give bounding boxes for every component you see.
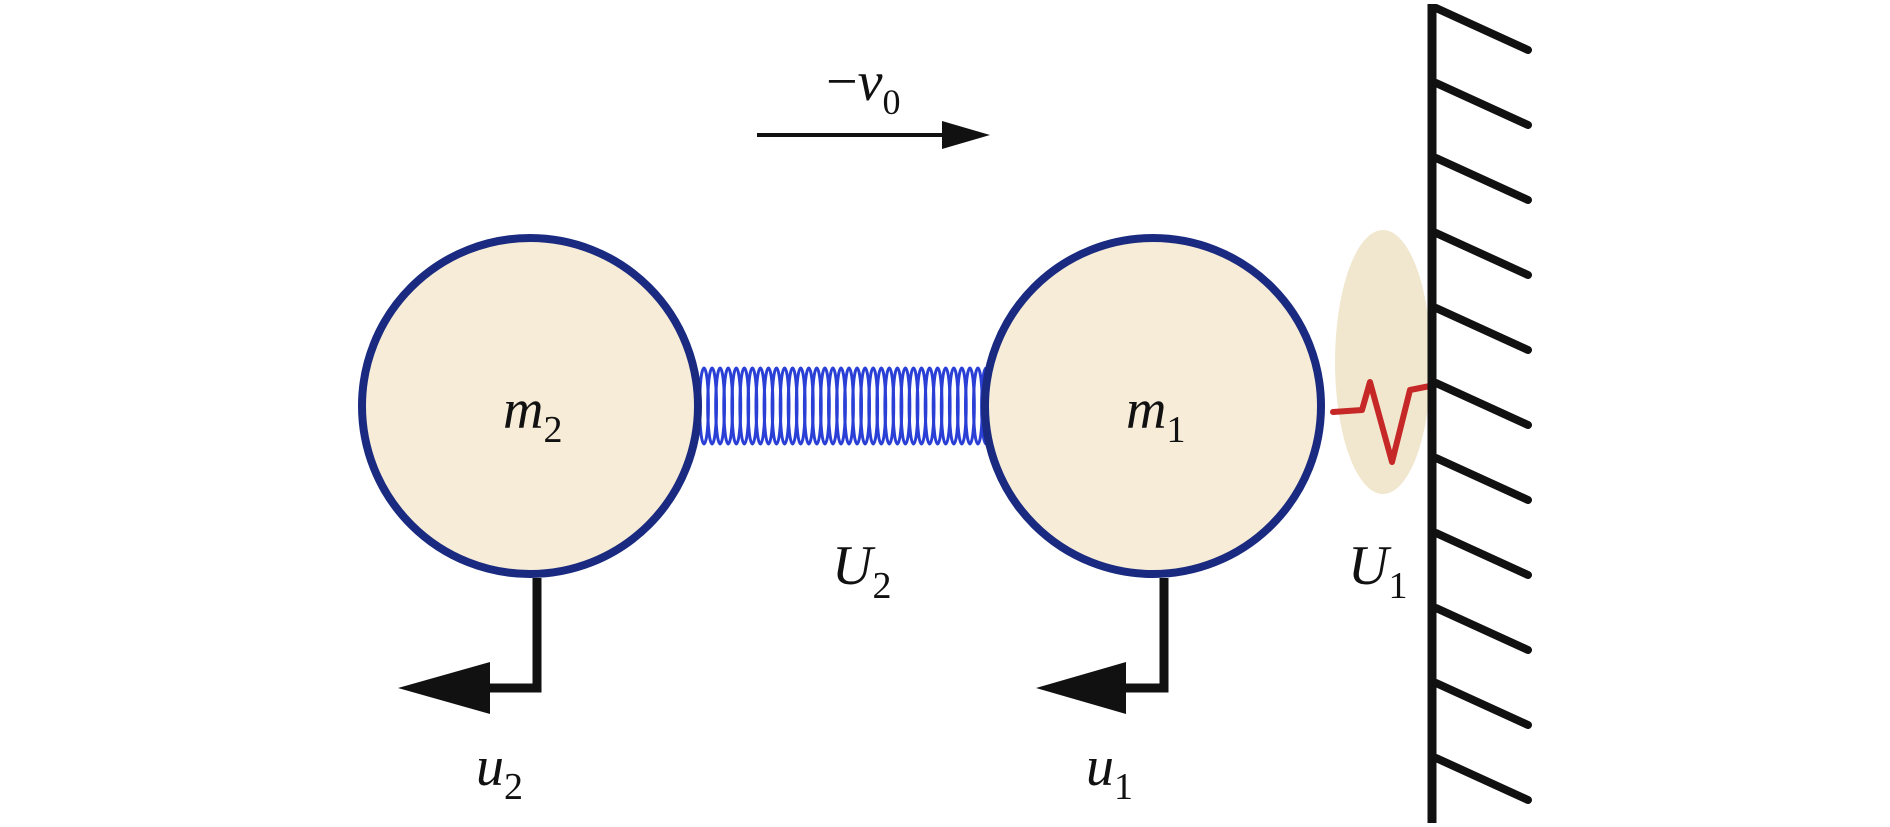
wall-hatch-line (1432, 79, 1532, 129)
wall-hatch-line (1432, 679, 1532, 729)
wall-hatch-line (1432, 454, 1532, 504)
velocity-arrow (757, 121, 990, 149)
wall-hatch-line (1432, 4, 1532, 54)
mass-1-ball (981, 234, 1325, 578)
mass-1-label: m1 (1126, 379, 1185, 451)
displacement-2-arrow (398, 578, 542, 714)
displacement-2-label: u2 (476, 736, 523, 808)
wall-hatching (1432, 4, 1532, 804)
coupling-spring (698, 366, 992, 446)
potential-2-label: U2 (832, 535, 891, 607)
wall-hatch-line (1432, 379, 1532, 429)
displacement-1-arrow (1036, 578, 1169, 714)
wall-hatch-line (1432, 304, 1532, 354)
wall-hatch-line (1432, 604, 1532, 654)
displacement-1-label: u1 (1086, 736, 1133, 808)
mass-2-ball (358, 234, 702, 578)
potential-1-label: U1 (1348, 535, 1407, 607)
wall-hatch-line (1432, 154, 1532, 204)
velocity-label: −v0 (826, 51, 900, 122)
wall-hatch-line (1432, 529, 1532, 579)
contact-region (1335, 230, 1431, 494)
contact-spring (1330, 379, 1433, 465)
wall-hatch-line (1432, 754, 1532, 804)
mass-2-label: m2 (503, 379, 562, 451)
wall-hatch-line (1432, 229, 1532, 279)
rigid-wall (1427, 4, 1532, 823)
